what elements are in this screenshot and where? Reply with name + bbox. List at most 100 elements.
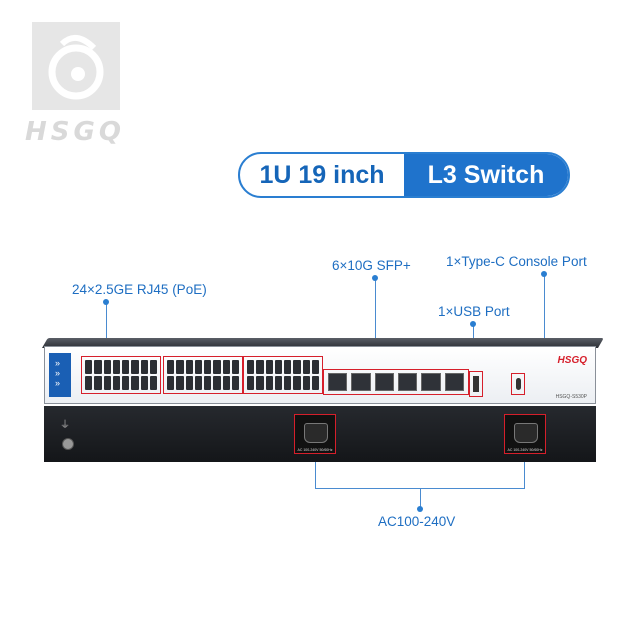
rj45-port bbox=[204, 376, 212, 390]
rj45-leader-dot bbox=[103, 299, 109, 305]
front-brand-label: HSGQ bbox=[557, 355, 587, 366]
rj45-port bbox=[247, 360, 255, 374]
rj45-port bbox=[149, 376, 157, 390]
usb-port-highlight bbox=[469, 371, 483, 397]
rj45-port-group-1 bbox=[81, 356, 161, 394]
rj45-port bbox=[222, 360, 230, 374]
rj45-port bbox=[103, 376, 111, 390]
iec-socket-icon bbox=[304, 423, 328, 443]
sfp-port bbox=[444, 373, 464, 391]
rj45-port bbox=[213, 360, 221, 374]
title-badge: 1U 19 inch L3 Switch bbox=[238, 152, 570, 198]
rj45-port bbox=[122, 376, 130, 390]
console-port-highlight bbox=[511, 373, 525, 395]
power-leader-left bbox=[315, 458, 316, 488]
chevron-icon: » bbox=[55, 358, 61, 368]
chevron-icon: » bbox=[55, 368, 61, 378]
power-leader-right bbox=[524, 458, 525, 488]
rj45-port bbox=[274, 360, 282, 374]
power-leader-dot bbox=[417, 506, 423, 512]
sfp-port bbox=[328, 373, 348, 391]
rj45-leader-line bbox=[106, 302, 107, 354]
rj45-port bbox=[222, 376, 230, 390]
switch-front-panel: » » » bbox=[44, 346, 596, 404]
ground-icon: ⏚ bbox=[60, 420, 70, 431]
sfp-callout: 6×10G SFP+ bbox=[332, 258, 411, 273]
rj45-port bbox=[293, 360, 301, 374]
power-leader-stem bbox=[420, 488, 421, 510]
sfp-port bbox=[351, 373, 371, 391]
device-type-label: L3 Switch bbox=[404, 154, 568, 196]
chevron-icon: » bbox=[55, 378, 61, 388]
power-inlet-label: AC 100-240V 50/60Hz bbox=[507, 448, 543, 452]
rj45-port bbox=[85, 360, 93, 374]
rj45-port bbox=[167, 360, 175, 374]
sfp-leader-line bbox=[375, 278, 376, 368]
rj45-port bbox=[131, 360, 139, 374]
rj45-port bbox=[311, 376, 319, 390]
rj45-port bbox=[265, 376, 273, 390]
usb-port bbox=[473, 376, 479, 392]
rj45-port bbox=[131, 376, 139, 390]
sfp-port bbox=[397, 373, 418, 391]
rj45-port bbox=[231, 376, 239, 390]
rj45-port bbox=[231, 360, 239, 374]
rj45-port bbox=[204, 360, 212, 374]
rj45-port bbox=[185, 376, 193, 390]
form-factor-label: 1U 19 inch bbox=[259, 160, 385, 189]
rj45-port bbox=[256, 376, 264, 390]
rj45-port bbox=[149, 360, 157, 374]
rj45-port-group-2 bbox=[163, 356, 243, 394]
iec-socket-icon bbox=[514, 423, 538, 443]
logo-mark bbox=[32, 22, 120, 110]
rj45-port bbox=[213, 376, 221, 390]
rj45-port bbox=[176, 360, 184, 374]
power-callout: AC100-240V bbox=[378, 514, 456, 529]
ground-screw bbox=[62, 438, 74, 450]
brand-logo: HSGQ bbox=[20, 22, 130, 152]
sfp-port bbox=[374, 373, 394, 391]
rj45-port bbox=[302, 376, 310, 390]
type-c-console-port bbox=[515, 378, 521, 390]
rj45-port bbox=[103, 360, 111, 374]
rj45-port bbox=[140, 360, 148, 374]
rj45-port bbox=[176, 376, 184, 390]
rj45-port bbox=[94, 360, 102, 374]
rj45-port bbox=[194, 376, 202, 390]
usb-leader-dot bbox=[470, 321, 476, 327]
rj45-port bbox=[185, 360, 193, 374]
rj45-callout: 24×2.5GE RJ45 (PoE) bbox=[72, 282, 207, 297]
rj45-port bbox=[265, 360, 273, 374]
rj45-port bbox=[293, 376, 301, 390]
front-blue-strip: » » » bbox=[49, 353, 71, 397]
rj45-port bbox=[194, 360, 202, 374]
model-label: HSGQ-S530P bbox=[555, 394, 587, 400]
rj45-port bbox=[112, 376, 120, 390]
power-inlet-1: AC 100-240V 50/60Hz bbox=[294, 414, 336, 454]
rj45-port bbox=[274, 376, 282, 390]
rj45-port bbox=[167, 376, 175, 390]
rj45-port bbox=[140, 376, 148, 390]
power-inlet-label: AC 100-240V 50/60Hz bbox=[297, 448, 333, 452]
console-leader-dot bbox=[541, 271, 547, 277]
console-leader-line-v bbox=[544, 274, 545, 344]
rj45-port bbox=[302, 360, 310, 374]
rj45-port bbox=[256, 360, 264, 374]
logo-text: HSGQ bbox=[25, 117, 125, 147]
rj45-port-group-3 bbox=[243, 356, 323, 394]
console-callout: 1×Type-C Console Port bbox=[446, 254, 587, 269]
rj45-port bbox=[247, 376, 255, 390]
rj45-port bbox=[94, 376, 102, 390]
rj45-port bbox=[284, 360, 292, 374]
rj45-port bbox=[311, 360, 319, 374]
sfp-leader-dot bbox=[372, 275, 378, 281]
power-inlet-2: AC 100-240V 50/60Hz bbox=[504, 414, 546, 454]
rj45-port bbox=[122, 360, 130, 374]
sfp-port-group bbox=[323, 369, 469, 395]
rj45-port bbox=[85, 376, 93, 390]
sfp-port bbox=[421, 373, 441, 391]
usb-callout: 1×USB Port bbox=[438, 304, 510, 319]
switch-rear-panel: ⏚ AC 100-240V 50/60Hz AC 100-240V 50/60H… bbox=[44, 406, 596, 462]
rj45-port bbox=[284, 376, 292, 390]
rj45-port bbox=[112, 360, 120, 374]
